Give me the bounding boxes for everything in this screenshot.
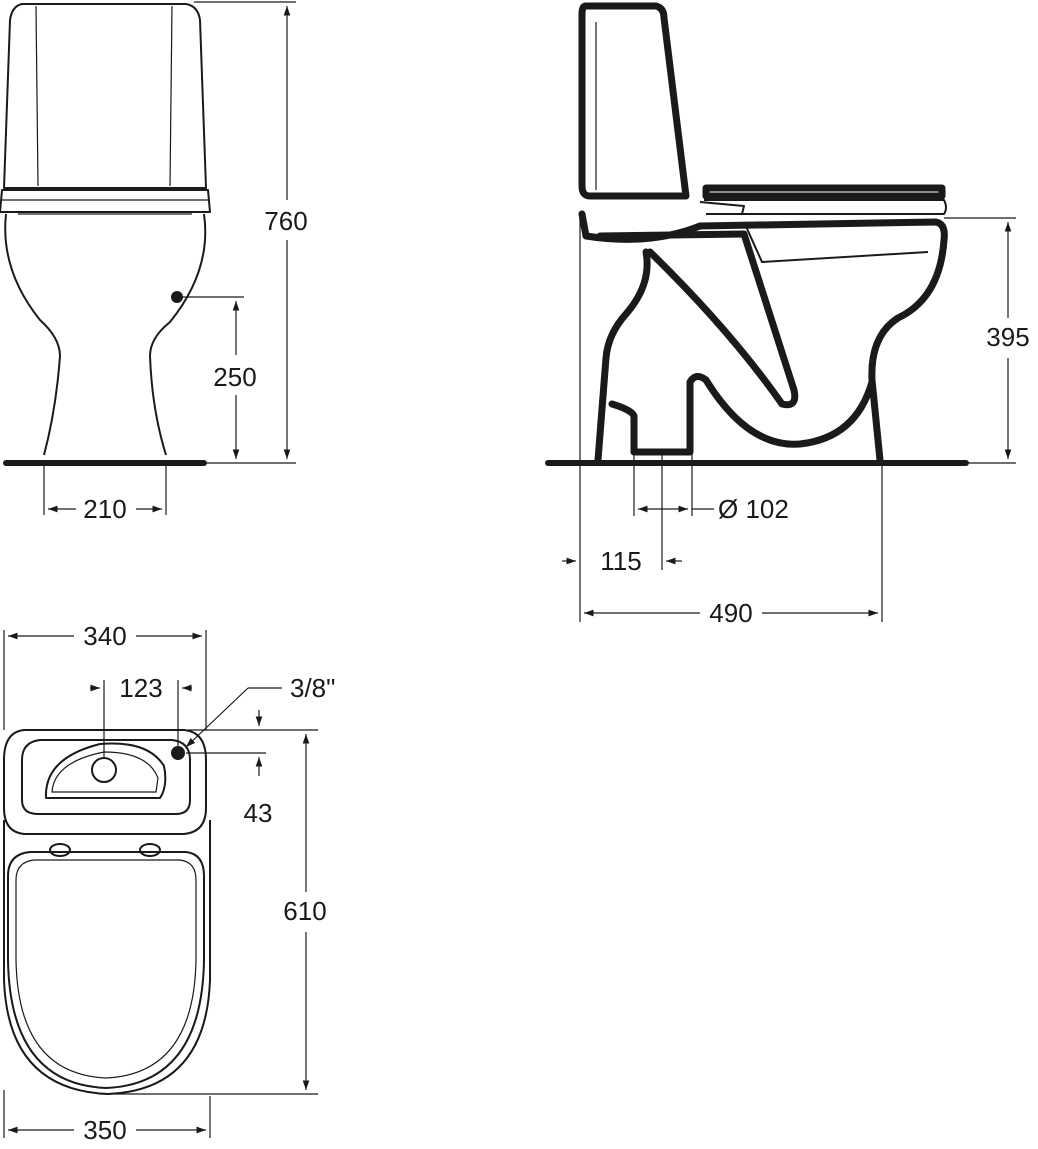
front-seat bbox=[0, 189, 211, 213]
dim-length: 610 bbox=[283, 896, 326, 926]
dim-inlet-height: 250 bbox=[213, 362, 256, 392]
top-flush-plate bbox=[44, 742, 167, 799]
dim-outlet-diameter: Ø 102 bbox=[718, 494, 789, 524]
top-view: 340 123 3/8" 43 610 350 bbox=[3, 621, 335, 1145]
dim-inlet-thread: 3/8" bbox=[290, 673, 335, 703]
dim-bowl-width: 350 bbox=[83, 1115, 126, 1145]
side-seat-lid bbox=[702, 184, 946, 200]
top-hinge-left bbox=[49, 843, 71, 857]
top-inlet-dot bbox=[171, 746, 185, 760]
top-tank bbox=[3, 729, 207, 835]
top-seat bbox=[7, 851, 205, 1089]
dim-base-width: 210 bbox=[83, 494, 126, 524]
side-view: 395 Ø 102 115 490 bbox=[545, 2, 1030, 628]
front-view: 760 250 210 bbox=[0, 1, 308, 524]
dim-tank-width: 340 bbox=[83, 621, 126, 651]
top-hinge-right bbox=[139, 843, 161, 857]
front-bowl bbox=[4, 213, 207, 456]
dim-inlet-depth: 43 bbox=[244, 798, 273, 828]
dim-outlet-offset: 115 bbox=[600, 546, 641, 576]
side-trap bbox=[596, 230, 799, 409]
side-tank bbox=[578, 2, 690, 200]
front-tank bbox=[3, 3, 207, 189]
side-pan bbox=[578, 210, 948, 464]
dim-depth: 490 bbox=[709, 598, 752, 628]
top-flush-button bbox=[91, 757, 117, 783]
dim-height-total: 760 bbox=[264, 206, 307, 236]
dim-inlet-offset: 123 bbox=[119, 673, 162, 703]
front-inlet-dot bbox=[171, 291, 183, 303]
dim-seat-height: 395 bbox=[986, 322, 1029, 352]
